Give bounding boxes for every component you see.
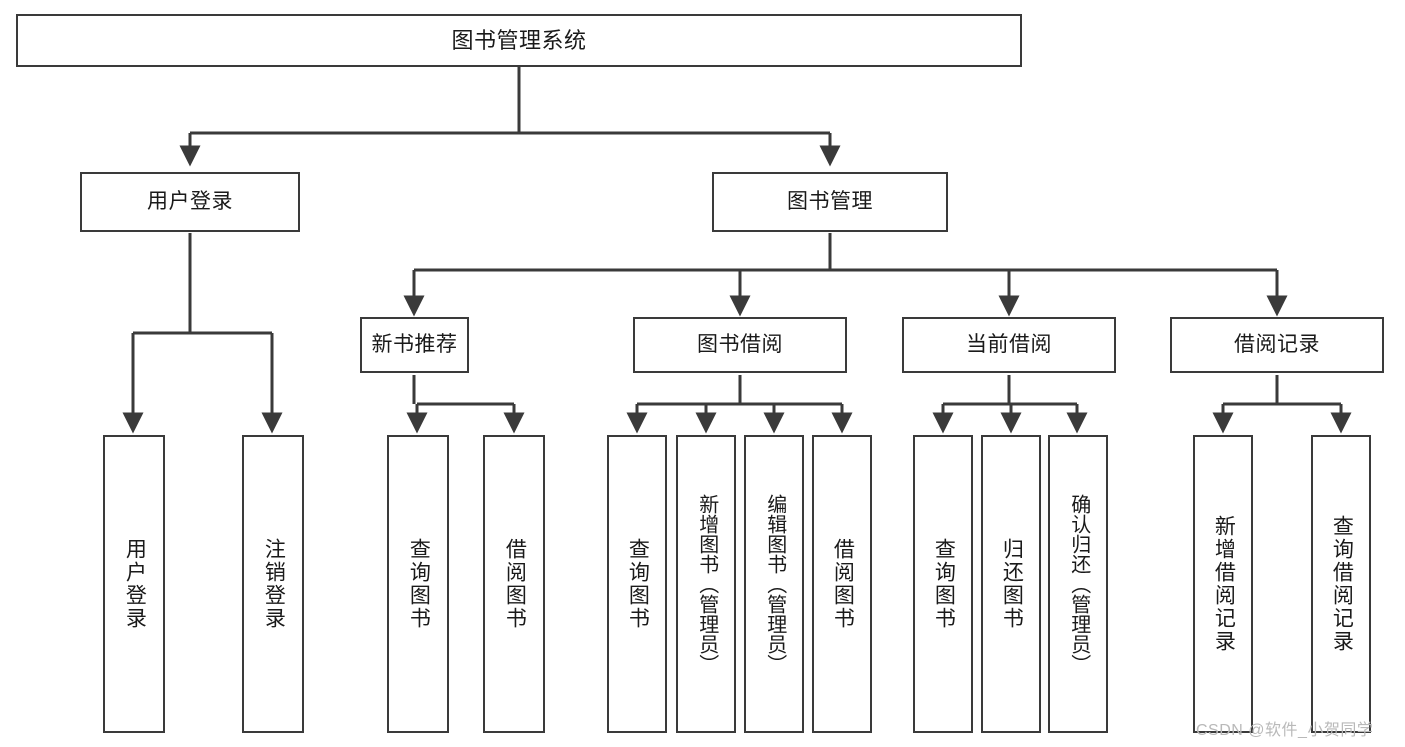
leaf-borrow-record-query[interactable]: 查询借阅记录 bbox=[1311, 435, 1371, 733]
node-new-book-recommend[interactable]: 新书推荐 bbox=[360, 317, 469, 373]
node-current-borrow[interactable]: 当前借阅 bbox=[902, 317, 1116, 373]
watermark-label: CSDN @软件_小贺同学 bbox=[1196, 722, 1374, 739]
leaf-new-book-borrow[interactable]: 借阅图书 bbox=[483, 435, 545, 733]
leaf-book-borrow-borrow[interactable]: 借阅图书 bbox=[812, 435, 872, 733]
leaf-borrow-record-add[interactable]: 新增借阅记录 bbox=[1193, 435, 1253, 733]
leaf-current-borrow-return[interactable]: 归还图书 bbox=[981, 435, 1041, 733]
leaf-user-login-login[interactable]: 用户登录 bbox=[103, 435, 165, 733]
node-book-borrow[interactable]: 图书借阅 bbox=[633, 317, 847, 373]
node-user-login[interactable]: 用户登录 bbox=[80, 172, 300, 232]
leaf-book-borrow-query[interactable]: 查询图书 bbox=[607, 435, 667, 733]
node-root-system[interactable]: 图书管理系统 bbox=[16, 14, 1022, 67]
node-book-management[interactable]: 图书管理 bbox=[712, 172, 948, 232]
leaf-user-login-logout[interactable]: 注销登录 bbox=[242, 435, 304, 733]
leaf-new-book-query[interactable]: 查询图书 bbox=[387, 435, 449, 733]
leaf-current-borrow-query[interactable]: 查询图书 bbox=[913, 435, 973, 733]
node-borrow-record[interactable]: 借阅记录 bbox=[1170, 317, 1384, 373]
leaf-book-borrow-edit[interactable]: 编辑图书（管理员） bbox=[744, 435, 804, 733]
leaf-book-borrow-add[interactable]: 新增图书（管理员） bbox=[676, 435, 736, 733]
leaf-current-borrow-confirm-return[interactable]: 确认归还（管理员） bbox=[1048, 435, 1108, 733]
